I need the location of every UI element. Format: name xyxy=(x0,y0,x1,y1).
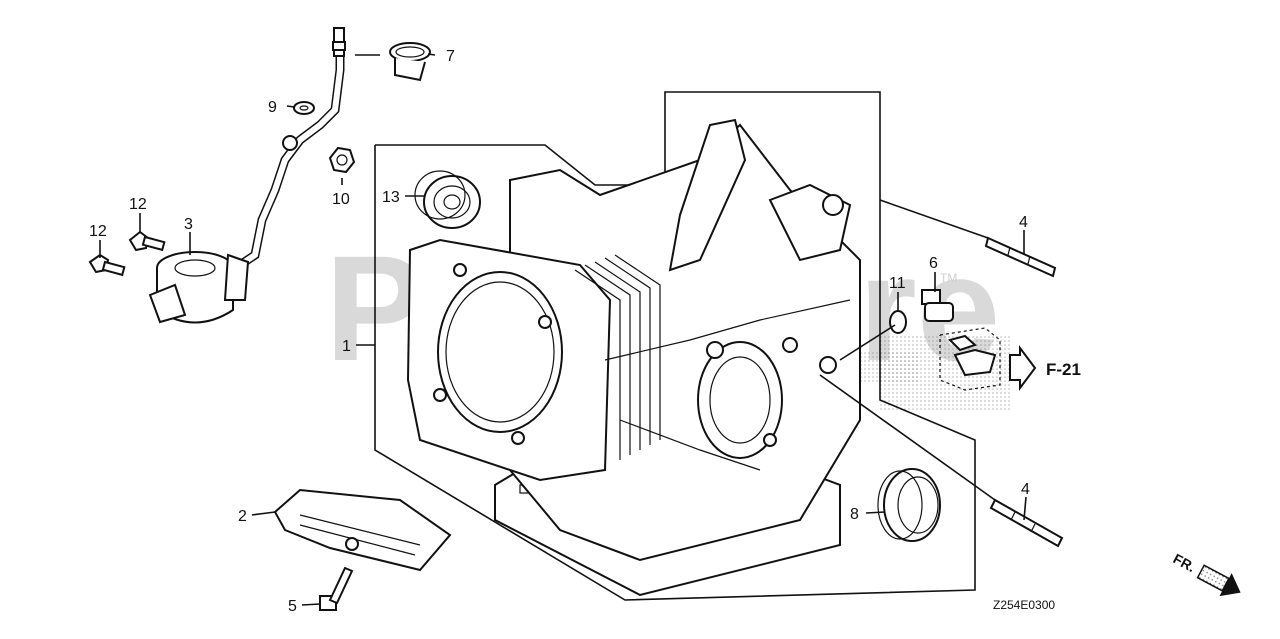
leader-lines xyxy=(99,53,1027,606)
callout-8: 8 xyxy=(850,506,859,523)
crankcase-cover xyxy=(273,488,452,572)
callout-11: 11 xyxy=(889,275,906,292)
callout-6: 6 xyxy=(929,255,938,272)
callout-2: 2 xyxy=(238,508,247,525)
callout-10: 10 xyxy=(332,191,350,208)
ball-bearing xyxy=(414,170,481,229)
callout-4-upper: 4 xyxy=(1019,214,1028,231)
assembly-boundary xyxy=(374,91,976,601)
stud-bolt-lower xyxy=(989,498,1064,548)
callout-12-upper: 12 xyxy=(129,196,147,213)
drain-washer xyxy=(889,310,907,334)
flange-nut xyxy=(328,146,356,174)
callout-4-lower: 4 xyxy=(1021,481,1030,498)
oil-seal xyxy=(877,468,941,542)
front-direction-arrow-icon: FR. xyxy=(1171,550,1241,597)
bolt-12-upper xyxy=(128,230,166,252)
callout-1: 1 xyxy=(342,338,351,355)
reference-label: F-21 xyxy=(1046,360,1081,379)
bolt-5 xyxy=(319,566,354,611)
cylinder-block xyxy=(406,118,861,597)
callout-5: 5 xyxy=(288,598,297,615)
hose-clip xyxy=(389,42,431,82)
bolt-12-lower xyxy=(88,253,126,277)
callout-9: 9 xyxy=(268,99,277,116)
washer xyxy=(293,101,315,115)
callout-12-lower: 12 xyxy=(89,223,107,240)
callout-7: 7 xyxy=(446,48,455,65)
oil-sensor-assembly xyxy=(148,27,346,324)
callout-13: 13 xyxy=(382,189,400,206)
f21-assembly xyxy=(939,327,1037,391)
drain-plug xyxy=(921,289,954,322)
stud-bolt-upper xyxy=(984,236,1057,278)
drawing-code: Z254E0300 xyxy=(993,598,1055,612)
callout-3: 3 xyxy=(184,216,193,233)
ref-arrow-icon xyxy=(1009,345,1037,391)
trademark-mark: TM xyxy=(940,271,957,285)
front-indicator: FR. xyxy=(1171,550,1198,575)
